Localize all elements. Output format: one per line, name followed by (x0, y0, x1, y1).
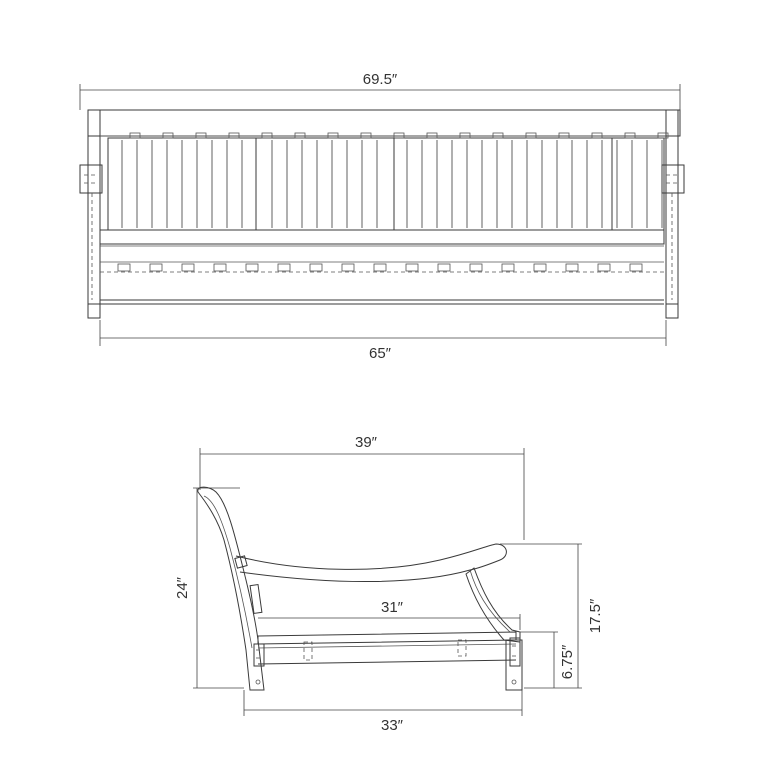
front-hardware (509, 637, 521, 667)
seat-bracket (341, 263, 355, 272)
arm-height-label: 17.5″ (587, 598, 604, 633)
base-depth-label: 33″ (381, 717, 404, 734)
slat-tab (591, 132, 603, 139)
slat-tab (393, 132, 405, 139)
back-hardware (253, 643, 265, 667)
seat-height-dimension: 6.75″ (520, 631, 576, 688)
seat-bracket (437, 263, 451, 272)
seat-bracket (501, 263, 515, 272)
slat-tab (624, 132, 636, 139)
left-arm-bracket (79, 164, 103, 194)
slat-tab (162, 132, 174, 139)
seat-bracket (405, 263, 419, 272)
seat-bracket (213, 263, 227, 272)
slat-tab (657, 132, 669, 139)
slat-tab (426, 132, 438, 139)
seat-bracket (533, 263, 547, 272)
overall-depth-label: 39″ (355, 434, 378, 451)
seat-bracket (565, 263, 579, 272)
side-view: 39″ 24″ 17.5″ 31″ (174, 434, 604, 734)
base-depth-dimension: 33″ (243, 690, 523, 734)
overall-depth-dimension: 39″ (199, 434, 525, 540)
height-label: 24″ (174, 576, 191, 599)
seat-bracket (597, 263, 611, 272)
back-panel (107, 137, 665, 231)
slat-tab (327, 132, 339, 139)
arm-height-dimension: 17.5″ (500, 543, 604, 689)
slat-tab (129, 132, 141, 139)
seat-bracket (245, 263, 259, 272)
seat-bracket (181, 263, 195, 272)
slat-tab (228, 132, 240, 139)
left-post (87, 109, 101, 319)
overall-width-label: 69.5″ (363, 71, 398, 88)
seat-width-dimension: 65″ (99, 320, 667, 362)
top-rail (87, 109, 681, 137)
seat (257, 631, 517, 645)
front-support (465, 567, 521, 643)
slat-tabs (129, 132, 669, 139)
slat-tab (492, 132, 504, 139)
height-dimension: 24″ (174, 487, 244, 689)
seat-width-label: 65″ (369, 345, 392, 362)
seat-height-label: 6.75″ (559, 644, 576, 679)
seat-depth-dimension: 31″ (258, 599, 521, 630)
slat-tab (195, 132, 207, 139)
front-leg (505, 639, 523, 691)
slat-tab (294, 132, 306, 139)
seat-brackets (117, 263, 643, 272)
seat-bracket (149, 263, 163, 272)
slat-tab (525, 132, 537, 139)
slat-tab (261, 132, 273, 139)
seat-depth-label: 31″ (381, 599, 404, 616)
seat-bracket (277, 263, 291, 272)
seat-bracket (469, 263, 483, 272)
seat-lower-rail (257, 659, 517, 665)
slat-tab (558, 132, 570, 139)
back-slats (121, 140, 663, 228)
overall-width-dimension: 69.5″ (79, 71, 681, 110)
seat-bracket (373, 263, 387, 272)
slat-tab (459, 132, 471, 139)
seat-bracket (117, 263, 131, 272)
armrest (235, 543, 507, 583)
seat-front-rail (99, 229, 665, 245)
slat-tab (360, 132, 372, 139)
front-view: 69.5″ (79, 71, 685, 362)
seat-bracket (629, 263, 643, 272)
seat-bracket (309, 263, 323, 272)
right-arm-bracket (661, 164, 685, 194)
back-leg (197, 486, 265, 691)
